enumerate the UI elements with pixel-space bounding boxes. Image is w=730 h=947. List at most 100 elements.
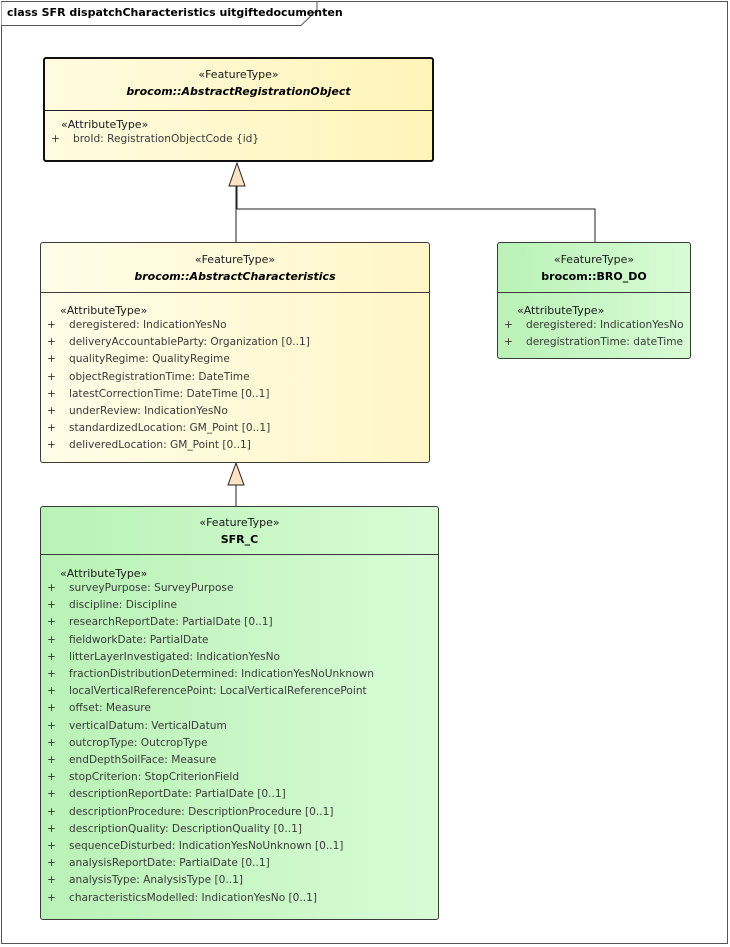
attribute-row[interactable]: +deregistered: IndicationYesNo bbox=[504, 317, 690, 334]
attribute-text: analysisType: AnalysisType [0..1] bbox=[69, 874, 243, 887]
attribute-visibility: + bbox=[47, 685, 56, 698]
attribute-text: stopCriterion: StopCriterionField bbox=[69, 771, 240, 784]
attribute-text: qualityRegime: QualityRegime bbox=[69, 353, 230, 366]
attribute-visibility: + bbox=[47, 387, 56, 400]
attribute-text: surveyPurpose: SurveyPurpose bbox=[69, 582, 234, 594]
attribute-compartment: «AttributeType» + deregistered: Indicatio… bbox=[41, 293, 429, 455]
attribute-text: characteristicsModelled: IndicationYesNo… bbox=[69, 891, 318, 904]
class-name: brocom::AbstractCharacteristics bbox=[134, 270, 336, 283]
attribute-text: analysisReportDate: PartialDate [0..1] bbox=[69, 857, 270, 870]
attribute-text: standardizedLocation: GM_Point [0..1] bbox=[69, 422, 271, 435]
generalization-line-bro-do[interactable] bbox=[236, 186, 596, 242]
attribute-visibility: + bbox=[47, 822, 56, 835]
generalization-arrowhead-characteristics bbox=[227, 461, 245, 486]
class-abstract-characteristics[interactable]: «FeatureType» brocom::AbstractCharacteri… bbox=[40, 242, 430, 463]
attribute-row[interactable]: + outcropType: OutcropType bbox=[47, 735, 438, 752]
attribute-visibility: + bbox=[47, 805, 56, 818]
class-header: «FeatureType» brocom::AbstractCharacteri… bbox=[41, 243, 429, 293]
attribute-stereotype: «AttributeType» bbox=[60, 304, 148, 317]
attribute-row[interactable]: +surveyPurpose: SurveyPurpose bbox=[47, 580, 438, 597]
attribute-list: +deregistered: IndicationYesNo+deliveryA… bbox=[47, 317, 429, 455]
generalization-arrowhead-registration-object bbox=[228, 161, 246, 187]
class-stereotype: «FeatureType» bbox=[194, 253, 276, 266]
attribute-row[interactable]: +descriptionProcedure: DescriptionProced… bbox=[47, 804, 438, 821]
attribute-row[interactable]: + analysisType: AnalysisType [0..1] bbox=[47, 872, 438, 889]
attribute-row[interactable]: + deliveredLocation: GM_Point [0..1] bbox=[47, 437, 429, 454]
attribute-visibility: + bbox=[51, 133, 60, 145]
attribute-row[interactable]: +litterLayerInvestigated: IndicationYesN… bbox=[47, 649, 438, 666]
attribute-row[interactable]: +descriptionQuality: DescriptionQuality … bbox=[47, 821, 438, 838]
class-header: «FeatureType» brocom::BRO_DO bbox=[498, 243, 690, 293]
attribute-row[interactable]: + analysisReportDate: PartialDate [0..1] bbox=[47, 855, 438, 872]
attribute-visibility: + bbox=[47, 771, 56, 784]
attribute-text: outcropType: OutcropType bbox=[69, 736, 208, 749]
attribute-visibility: + bbox=[47, 754, 56, 767]
class-stereotype: «FeatureType» bbox=[553, 253, 635, 266]
attribute-row[interactable]: +descriptionReportDate: PartialDate [0..… bbox=[47, 786, 438, 803]
attribute-row[interactable]: + endDepthSoilFace: Measure bbox=[47, 752, 438, 769]
attribute-row[interactable]: +fieldworkDate: PartialDate bbox=[47, 632, 438, 649]
attribute-visibility: + bbox=[47, 874, 56, 887]
attribute-visibility: + bbox=[47, 405, 56, 418]
frame-title: class SFR dispatchCharacteristics uitgif… bbox=[7, 6, 343, 19]
class-stereotype: «FeatureType» bbox=[199, 516, 280, 529]
class-bro-do[interactable]: «FeatureType» brocom::BRO_DO «AttributeT… bbox=[497, 242, 691, 359]
attribute-text: endDepthSoilFace: Measure bbox=[69, 754, 217, 767]
attribute-visibility: + bbox=[47, 702, 56, 715]
attribute-row[interactable]: +discipline: Discipline bbox=[47, 597, 438, 614]
attribute-row[interactable]: + latestCorrectionTime: DateTime [0..1] bbox=[47, 386, 429, 403]
attribute-visibility: + bbox=[47, 736, 56, 749]
class-header: «FeatureType» brocom::AbstractRegistrati… bbox=[45, 59, 432, 111]
attribute-row[interactable]: + characteristicsModelled: IndicationYesN… bbox=[47, 890, 438, 907]
class-abstract-registration-object[interactable]: «FeatureType» brocom::AbstractRegistrati… bbox=[43, 57, 434, 162]
attribute-visibility: + bbox=[47, 857, 56, 870]
attribute-row[interactable]: + deregistered: IndicationYesNo bbox=[47, 317, 429, 334]
attribute-visibility: + bbox=[47, 891, 56, 904]
attribute-row[interactable]: +standardizedLocation: GM_Point [0..1] bbox=[47, 420, 429, 437]
attribute-text: latestCorrectionTime: DateTime [0..1] bbox=[69, 387, 270, 400]
attribute-text: deregistered: IndicationYesNo bbox=[69, 319, 227, 331]
attribute-row[interactable]: + stopCriterion: StopCriterionField bbox=[47, 769, 438, 786]
attribute-list: +deregistered: IndicationYesNo+deregistr… bbox=[504, 317, 690, 351]
attribute-text: deregistrationTime: dateTime bbox=[526, 336, 684, 349]
attribute-row[interactable]: + fractionDistributionDetermined: Indicat… bbox=[47, 666, 438, 683]
attribute-row[interactable]: +deregistrationTime: dateTime bbox=[504, 334, 690, 351]
attribute-row[interactable]: + offset: Measure bbox=[47, 700, 438, 717]
attribute-visibility: + bbox=[47, 668, 56, 681]
attribute-text: sequenceDisturbed: IndicationYesNoUnknow… bbox=[69, 840, 344, 853]
attribute-text: verticalDatum: VerticalDatum bbox=[69, 719, 227, 732]
attribute-row[interactable]: +underReview: IndicationYesNo bbox=[47, 403, 429, 420]
attribute-text: offset: Measure bbox=[69, 702, 151, 715]
class-name: brocom::AbstractRegistrationObject bbox=[126, 85, 351, 98]
attribute-list: +surveyPurpose: SurveyPurpose+discipline… bbox=[47, 580, 438, 907]
attribute-stereotype: «AttributeType» bbox=[517, 304, 605, 317]
attribute-visibility: + bbox=[47, 439, 56, 452]
attribute-row[interactable]: + localVerticalReferencePoint: LocalVerti… bbox=[47, 683, 438, 700]
attribute-visibility: + bbox=[47, 319, 56, 331]
attribute-row[interactable]: +deliveryAccountableParty: Organization … bbox=[47, 334, 429, 351]
attribute-row[interactable]: +objectRegistrationTime: DateTime bbox=[47, 369, 429, 386]
attribute-row[interactable]: + broId: RegistrationObjectCode {id} bbox=[51, 131, 432, 148]
class-header: «FeatureType» SFR_C bbox=[41, 507, 438, 555]
attribute-text: researchReportDate: PartialDate [0..1] bbox=[69, 616, 273, 629]
attribute-text: localVerticalReferencePoint: LocalVertic… bbox=[69, 685, 367, 698]
attribute-text: deliveryAccountableParty: Organization [… bbox=[69, 336, 310, 349]
attribute-text: deliveredLocation: GM_Point [0..1] bbox=[69, 439, 251, 452]
class-name: brocom::BRO_DO bbox=[541, 270, 647, 283]
attribute-list: + broId: RegistrationObjectCode {id} bbox=[51, 131, 432, 148]
attribute-text: fractionDistributionDetermined: Indicati… bbox=[69, 668, 374, 681]
attribute-row[interactable]: +qualityRegime: QualityRegime bbox=[47, 351, 429, 368]
attribute-visibility: + bbox=[47, 599, 56, 612]
attribute-text: fieldworkDate: PartialDate bbox=[69, 633, 209, 646]
attribute-text: deregistered: IndicationYesNo bbox=[526, 319, 684, 331]
frame-tab-shape bbox=[1, 1, 318, 26]
attribute-visibility: + bbox=[47, 788, 56, 801]
class-sfr-c[interactable]: «FeatureType» SFR_C «AttributeType» +sur… bbox=[40, 506, 439, 920]
attribute-text: broId: RegistrationObjectCode {id} bbox=[73, 133, 260, 145]
attribute-row[interactable]: +verticalDatum: VerticalDatum bbox=[47, 718, 438, 735]
attribute-stereotype: «AttributeType» bbox=[61, 118, 149, 131]
attribute-row[interactable]: +researchReportDate: PartialDate [0..1] bbox=[47, 614, 438, 631]
attribute-row[interactable]: +sequenceDisturbed: IndicationYesNoUnkno… bbox=[47, 838, 438, 855]
